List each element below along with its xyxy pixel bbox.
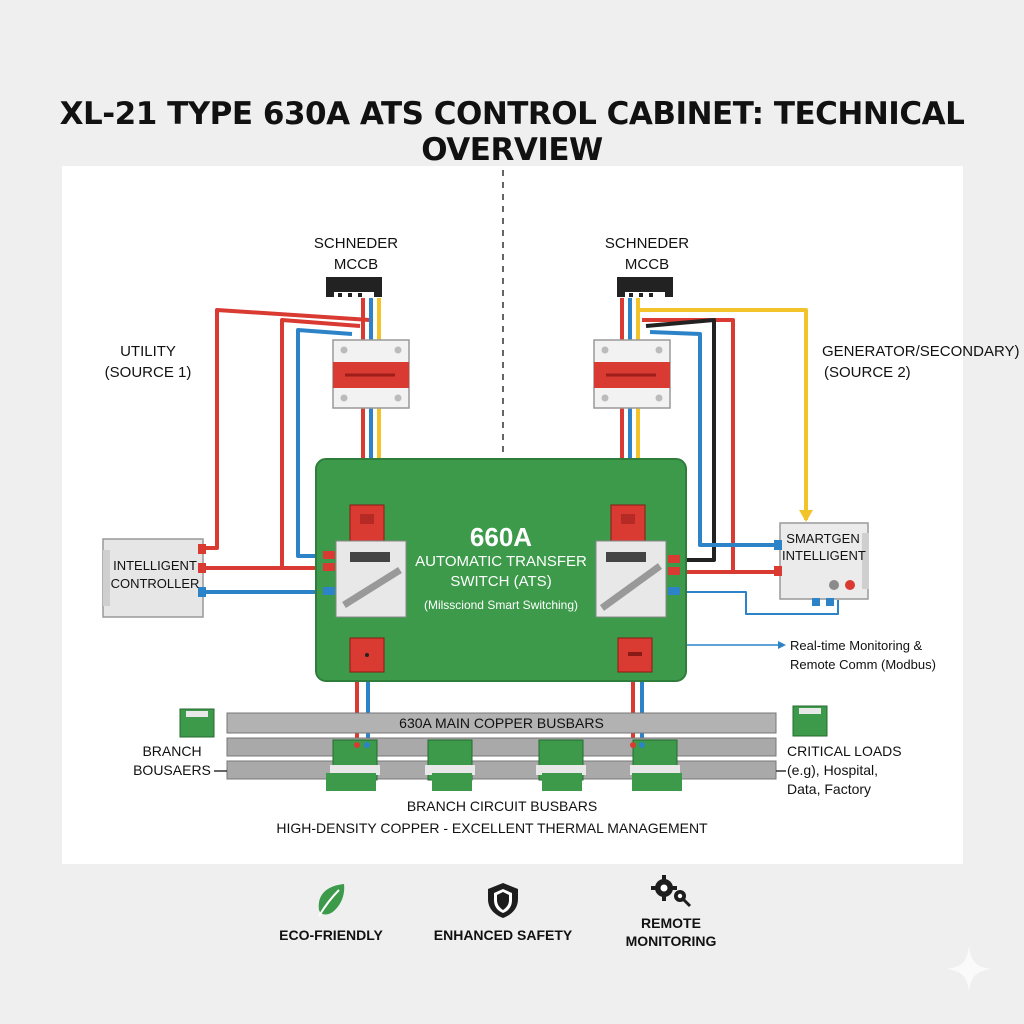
monitoring-line1: Real-time Monitoring & [790, 638, 923, 653]
busbar-2 [226, 737, 777, 757]
page-title: XL-21 TYPE 630A ATS CONTROL CABINET: TEC… [59, 96, 965, 168]
leaf-icon [318, 884, 345, 917]
thermal-note: HIGH-DENSITY COPPER - EXCELLENT THERMAL … [276, 820, 708, 836]
gears-icon [651, 875, 692, 908]
critical-loads-line2: (e.g), Hospital, [787, 762, 879, 778]
left-top-relay [349, 504, 385, 542]
yellow-arrowhead [799, 510, 813, 522]
right-switch-module [595, 540, 667, 618]
utility-source-line1: UTILITY [120, 343, 176, 360]
right-end-terminal [792, 705, 828, 737]
ats-label: 660A AUTOMATIC TRANSFER SWITCH (ATS) (Mi… [406, 522, 596, 615]
feature-enhanced-safety-label: ENHANCED SAFETY [433, 927, 573, 943]
shield-icon [488, 883, 518, 918]
generator-source-line1: GENERATOR/SECONDARY) [822, 343, 1020, 360]
right-mccb-label-line1: SCHNEDER [604, 235, 690, 252]
monitoring-line2: Remote Comm (Modbus) [790, 657, 936, 672]
feature-remote-label-line1: REMOTE [641, 915, 701, 931]
critical-loads-line3: Data, Factory [787, 781, 872, 797]
feature-enhanced-safety: ENHANCED SAFETY [403, 880, 603, 944]
left-controller-box [102, 538, 206, 618]
right-mccb-label: SCHNEDER MCCB [587, 233, 707, 275]
right-bottom-relay [617, 637, 653, 673]
left-switch-module [335, 540, 407, 618]
feature-eco-friendly-label: ECO-FRIENDLY [279, 927, 383, 943]
right-breaker [593, 339, 671, 409]
critical-loads-line1: CRITICAL LOADS [787, 743, 902, 759]
main-busbar-label: 630A MAIN COPPER BUSBARS [399, 715, 604, 731]
right-black-wire [645, 318, 716, 562]
right-controller-line2: INTELLIGENT [782, 548, 866, 563]
right-controller-box [774, 522, 869, 606]
critical-loads-label: CRITICAL LOADS (e.g), Hospital, Data, Fa… [787, 742, 957, 799]
branch-busbar-line2: BOUSAERS [133, 762, 211, 778]
monitoring-arrowhead [778, 641, 786, 649]
branch-circuit-busbars-label: BRANCH CIRCUIT BUSBARS [406, 798, 598, 814]
left-controller-line2: CONTROLLER [110, 576, 200, 591]
sparkle-icon [946, 946, 992, 992]
lower-terminals [326, 773, 682, 791]
left-red-wire-outer [204, 308, 371, 550]
monitoring-label: Real-time Monitoring & Remote Comm (Modb… [790, 636, 990, 674]
utility-source-label: UTILITY (SOURCE 1) [88, 341, 208, 383]
left-mccb [326, 277, 382, 298]
left-bottom-relay [349, 637, 385, 673]
right-controller-line1: SMARTGEN [786, 531, 860, 546]
left-mccb-label-line2: MCCB [333, 256, 379, 273]
right-top-relay [610, 504, 646, 542]
right-controller-label: SMARTGEN INTELLIGENT [782, 530, 866, 564]
right-mccb-label-line2: MCCB [624, 256, 670, 273]
right-red-wire-outer [642, 318, 780, 574]
utility-source-line2: (SOURCE 1) [104, 364, 192, 381]
left-controller-label: INTELLIGENT CONTROLLER [108, 557, 202, 593]
left-breaker [332, 339, 410, 409]
feature-eco-friendly: ECO-FRIENDLY [231, 880, 431, 944]
ats-board [315, 458, 687, 682]
main-busbar [226, 712, 777, 734]
right-blue-bottom-wire [684, 591, 839, 615]
ats-connector-stubs [323, 551, 680, 595]
generator-source-label: GENERATOR/SECONDARY) (SOURCE 2) [822, 341, 1020, 383]
ats-rating: 660A [469, 522, 533, 552]
ats-line2: SWITCH (ATS) [450, 573, 552, 590]
feature-remote-monitoring: REMOTE MONITORING [571, 874, 771, 950]
branch-busbar-line1: BRANCH [142, 743, 202, 759]
ats-line1: AUTOMATIC TRANSFER [415, 553, 587, 570]
busbar-3 [226, 760, 777, 780]
branch-busbar-label: BRANCH BOUSAERS [132, 742, 212, 780]
ats-line3: (Milssciond Smart Switching) [423, 598, 579, 612]
right-blue-wire [649, 330, 780, 547]
left-mccb-label: SCHNEDER MCCB [296, 233, 416, 275]
left-mccb-label-line1: SCHNEDER [313, 235, 399, 252]
generator-source-line2: (SOURCE 2) [824, 364, 911, 381]
feature-remote-label-line2: MONITORING [625, 933, 717, 949]
left-end-terminal [179, 708, 215, 738]
left-controller-line1: INTELLIGENT [113, 558, 197, 573]
right-mccb [617, 277, 673, 298]
